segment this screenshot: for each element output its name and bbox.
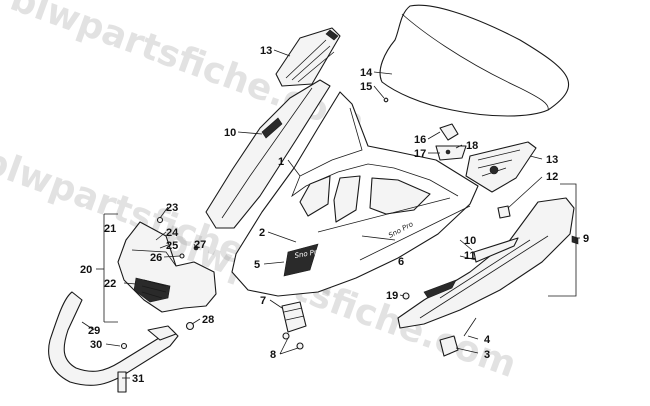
fastener-part: [497, 205, 511, 219]
hood-part: Sno Pro Sno Pro: [231, 91, 479, 297]
grouping-brackets: [103, 183, 580, 323]
callout-15: 15: [360, 81, 372, 93]
callout-26: 26: [150, 252, 162, 264]
upper-side-panel-part: [205, 79, 331, 229]
windshield-part: [379, 4, 569, 117]
callout-27: 27: [194, 239, 206, 251]
callout-13-lower: 13: [546, 154, 558, 166]
upper-vent-part: [275, 27, 341, 87]
callout-1: 1: [278, 156, 284, 168]
right-side-panel-part: [397, 197, 579, 329]
callout-29: 29: [88, 325, 100, 337]
callout-22: 22: [104, 278, 116, 290]
callout-16: 16: [414, 134, 426, 146]
callout-23: 23: [166, 202, 178, 214]
nose-part: [117, 216, 217, 331]
screw-bracket-part: [439, 317, 477, 357]
callout-2: 2: [259, 227, 265, 239]
callout-9: 9: [583, 233, 589, 245]
side-vent-part: [465, 141, 537, 193]
callout-8: 8: [270, 349, 276, 361]
callout-4: 4: [484, 334, 491, 346]
mount-bracket-part: [383, 97, 467, 161]
callout-19: 19: [386, 290, 398, 302]
callout-20: 20: [80, 264, 92, 276]
callout-3: 3: [484, 349, 490, 361]
callout-10-upper: 10: [224, 127, 236, 139]
callout-12: 12: [546, 171, 558, 183]
callout-10-lower: 10: [464, 235, 476, 247]
callout-31: 31: [132, 373, 144, 385]
callout-7: 7: [260, 295, 266, 307]
bracket-9: [548, 183, 577, 297]
callout-25: 25: [166, 240, 178, 252]
callout-11: 11: [464, 250, 476, 262]
leader-lines: [81, 49, 543, 379]
callout-18: 18: [466, 140, 478, 152]
callout-17: 17: [414, 148, 426, 160]
callout-21: 21: [104, 223, 116, 235]
callout-30: 30: [90, 339, 102, 351]
callout-14: 14: [360, 67, 373, 79]
bumper-part: [48, 291, 179, 393]
bracket-20: [103, 213, 118, 323]
callout-5: 5: [254, 259, 260, 271]
callout-labels: 1 2 3 4 5 6 7 8 9 10 10 11 12 13 13 14 1…: [80, 45, 589, 385]
callout-24: 24: [166, 227, 179, 239]
callout-6: 6: [398, 256, 404, 268]
callout-28: 28: [202, 314, 214, 326]
callout-13-upper: 13: [260, 45, 272, 57]
hinge-part: [281, 301, 307, 350]
